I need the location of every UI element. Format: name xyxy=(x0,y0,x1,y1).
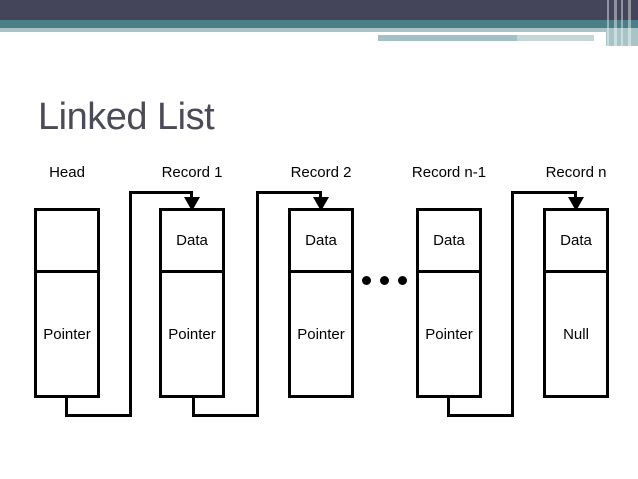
header-band-right-light xyxy=(517,35,594,41)
data-cell: Data xyxy=(546,211,606,273)
header-bar-teal xyxy=(0,20,638,28)
connector-segment xyxy=(511,191,514,417)
connector-segment xyxy=(65,395,68,417)
node-record-n-1: Record n-1 Data Pointer xyxy=(412,164,486,398)
node-label-record-2: Record 2 xyxy=(290,164,352,181)
node-record-n: Record n Data Null xyxy=(543,164,609,398)
node-label-record-1: Record 1 xyxy=(161,164,223,181)
connector-segment xyxy=(447,414,514,417)
node-box: Pointer xyxy=(34,208,100,398)
data-cell: Data xyxy=(162,211,222,273)
node-box: Data Pointer xyxy=(416,208,482,398)
pointer-cell: Pointer xyxy=(43,325,91,343)
pointer-cell: Pointer xyxy=(168,325,216,343)
node-box: Data Pointer xyxy=(159,208,225,398)
connector-segment xyxy=(511,191,577,194)
header-stripe xyxy=(614,0,617,46)
pointer-cell: Pointer xyxy=(297,325,345,343)
pointer-cell: Pointer xyxy=(425,325,473,343)
ellipsis-dot xyxy=(398,276,407,285)
data-cell: Data xyxy=(419,211,479,273)
connector-segment xyxy=(256,191,259,417)
header-stripe xyxy=(607,0,609,46)
page-title: Linked List xyxy=(38,96,215,138)
connector-segment xyxy=(129,191,132,417)
header-stripe xyxy=(621,0,623,46)
arrowhead-down-icon xyxy=(568,197,584,211)
connector-segment xyxy=(190,191,193,200)
node-label-head: Head xyxy=(49,164,85,181)
node-label-record-n: Record n xyxy=(545,164,607,181)
header-right-cluster xyxy=(606,28,638,46)
node-record-2: Record 2 Data Pointer xyxy=(288,164,354,398)
header-band-right xyxy=(378,35,594,41)
node-box: Data Null xyxy=(543,208,609,398)
connector-segment xyxy=(256,191,322,194)
connector-segment xyxy=(319,191,322,200)
data-cell: Data xyxy=(291,211,351,273)
connector-segment xyxy=(192,414,259,417)
node-box: Data Pointer xyxy=(288,208,354,398)
connector-segment xyxy=(447,395,450,417)
ellipsis-dot xyxy=(380,276,389,285)
header-bar-light-teal xyxy=(0,28,606,32)
node-label-record-n-1: Record n-1 xyxy=(411,164,487,181)
connector-segment xyxy=(574,191,577,200)
node-head: Head Pointer xyxy=(34,164,100,398)
ellipsis-dot xyxy=(362,276,371,285)
connector-segment xyxy=(192,395,195,417)
data-cell xyxy=(37,211,97,273)
header-stripe xyxy=(628,0,631,46)
connector-segment xyxy=(129,191,193,194)
connector-segment xyxy=(65,414,132,417)
node-record-1: Record 1 Data Pointer xyxy=(159,164,225,398)
null-cell: Null xyxy=(563,325,589,343)
arrowhead-down-icon xyxy=(313,197,329,211)
header-bar-dark xyxy=(0,0,638,20)
arrowhead-down-icon xyxy=(184,197,200,211)
